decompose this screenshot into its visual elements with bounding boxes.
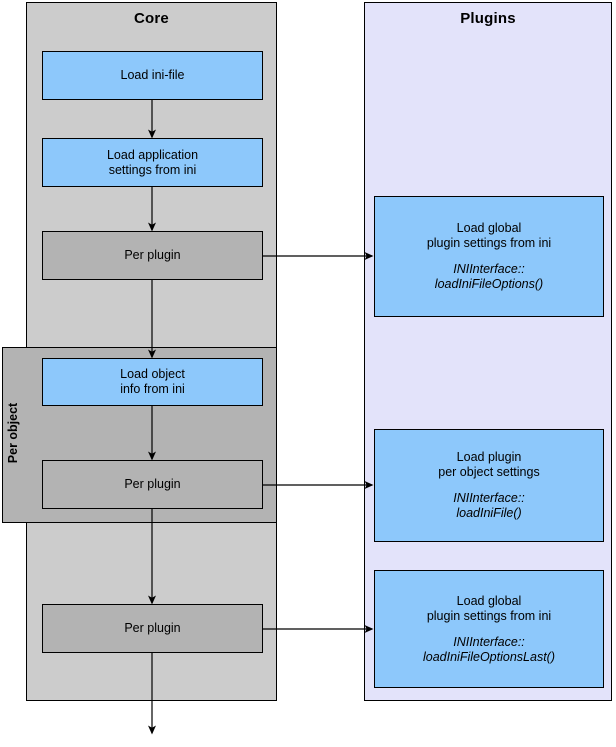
node-plugin-load-global-last-line1: Load global [456,593,522,608]
plugins-panel-title: Plugins [460,10,516,27]
node-load-application-settings[interactable]: Load application settings from ini [42,138,263,187]
node-plugin-load-global-last-line2: plugin settings from ini [426,608,552,623]
node-per-plugin-1[interactable]: Per plugin [42,231,263,280]
node-plugin-load-per-object-line1: Load plugin [456,450,522,464]
node-plugin-load-global-first-code-line1: INIInterface:: [453,262,525,276]
core-panel-title: Core [134,10,169,27]
node-plugin-load-per-object-line2: per object settings [438,465,540,479]
node-plugin-load-global-last-code-line1: INIInterface:: [453,634,525,649]
node-load-ini-file[interactable]: Load ini-file [42,51,263,100]
node-load-object-info[interactable]: Load object info from ini [42,358,263,406]
node-load-object-info-line1: Load object [120,367,185,381]
node-per-plugin-3[interactable]: Per plugin [42,604,263,653]
node-per-plugin-2-label: Per plugin [124,477,181,491]
node-load-ini-file-label: Load ini-file [120,68,185,82]
node-per-plugin-2[interactable]: Per plugin [42,460,263,509]
node-plugin-load-global-last-code-line2: loadIniFileOptionsLast() [422,649,555,664]
node-plugin-load-global-first-line1: Load global [456,221,522,235]
node-plugin-load-global-first-line2: plugin settings from ini [426,236,552,250]
node-plugin-load-global-first-code-line2: loadIniFileOptions() [434,277,544,291]
node-per-plugin-3-label: Per plugin [124,621,181,635]
node-plugin-load-per-object-code-line1: INIInterface:: [453,491,525,505]
node-load-application-settings-line2: settings from ini [108,162,197,177]
node-plugin-load-per-object[interactable]: Load plugin per object settings INIInter… [374,429,604,542]
node-plugin-load-global-first[interactable]: Load global plugin settings from ini INI… [374,196,604,317]
node-load-application-settings-line1: Load application [106,147,199,162]
node-load-object-info-line2: info from ini [120,382,185,396]
node-plugin-load-global-last[interactable]: Load global plugin settings from ini INI… [374,570,604,688]
per-object-group-label: Per object [6,402,20,464]
node-plugin-load-per-object-code-line2: loadIniFile() [456,506,522,520]
node-per-plugin-1-label: Per plugin [124,248,181,262]
